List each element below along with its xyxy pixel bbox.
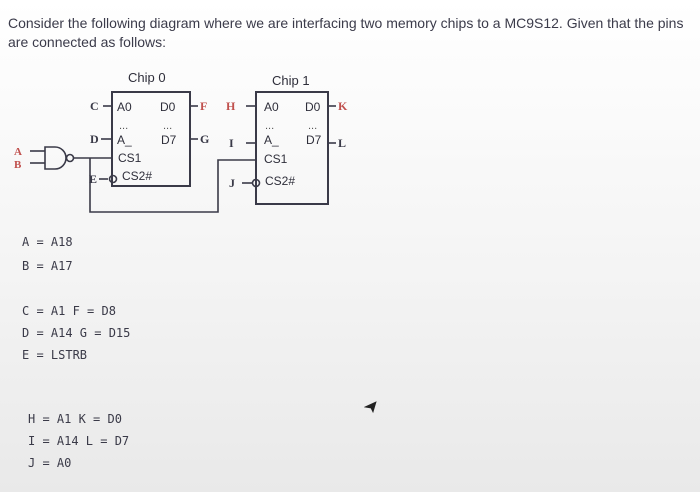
assignment-c-f: C = A1 F = D8 bbox=[22, 304, 116, 318]
question-text: Consider the following diagram where we … bbox=[8, 15, 684, 50]
assignment-e: E = LSTRB bbox=[22, 348, 88, 362]
assignment-d-g: D = A14 G = D15 bbox=[22, 326, 131, 340]
arrow-cursor-icon bbox=[364, 401, 377, 414]
memory-interface-diagram: Chip 0 Chip 1 A0 ... A_ CS1 CS2# D0 ... … bbox=[14, 70, 348, 213]
chip-1-title: Chip 1 bbox=[272, 73, 310, 88]
assignment-j: J = A0 bbox=[28, 456, 72, 470]
chip-1-pin-d0: D0 bbox=[305, 100, 321, 114]
chip-0-pin-a0: A0 bbox=[117, 100, 132, 114]
label-c: C bbox=[90, 99, 99, 113]
decoder-gate-bubble bbox=[65, 153, 75, 163]
label-l: L bbox=[338, 136, 346, 150]
assignment-i-l: I = A14 L = D7 bbox=[28, 434, 130, 448]
label-i: I bbox=[229, 136, 234, 150]
label-k: K bbox=[338, 99, 348, 113]
chip-1-pin-a-top: A_ bbox=[264, 133, 279, 147]
chip-0-cs2-bubble bbox=[108, 174, 118, 184]
chip-1-ellipsis-right: ... bbox=[308, 120, 317, 132]
decoder-gate bbox=[44, 146, 67, 170]
label-f: F bbox=[200, 99, 207, 113]
chip-1-pin-d7: D7 bbox=[306, 133, 322, 147]
chip-0-ellipsis-right: ... bbox=[163, 120, 172, 132]
chip-0-pin-cs1: CS1 bbox=[118, 151, 142, 165]
assignment-b: B = A17 bbox=[22, 259, 73, 273]
chip-1-cs2-bubble bbox=[251, 178, 261, 188]
label-b: B bbox=[14, 159, 22, 171]
chip-1-pin-cs1: CS1 bbox=[264, 152, 288, 166]
label-j: J bbox=[229, 176, 235, 190]
chip-0-pin-cs2: CS2# bbox=[122, 169, 152, 183]
label-g: G bbox=[200, 132, 209, 146]
label-e: E bbox=[89, 172, 97, 186]
assignment-a: A = A18 bbox=[22, 235, 73, 249]
chip-1-pin-a0: A0 bbox=[264, 100, 279, 114]
wire-gate-to-chip1-cs1 bbox=[89, 158, 256, 213]
label-d: D bbox=[90, 132, 99, 146]
label-h: H bbox=[226, 99, 236, 113]
chip-0-ellipsis-left: ... bbox=[119, 120, 128, 132]
assignment-h-k: H = A1 K = D0 bbox=[28, 412, 122, 426]
chip-0-pin-a-top: A_ bbox=[117, 133, 132, 147]
chip-0-pin-d7: D7 bbox=[161, 133, 177, 147]
chip-1-box bbox=[255, 91, 329, 205]
chip-1-ellipsis-left: ... bbox=[265, 120, 274, 132]
label-a: A bbox=[14, 146, 22, 158]
chip-0-title: Chip 0 bbox=[128, 70, 166, 85]
chip-0-pin-d0: D0 bbox=[160, 100, 176, 114]
chip-1-pin-cs2: CS2# bbox=[265, 174, 295, 188]
